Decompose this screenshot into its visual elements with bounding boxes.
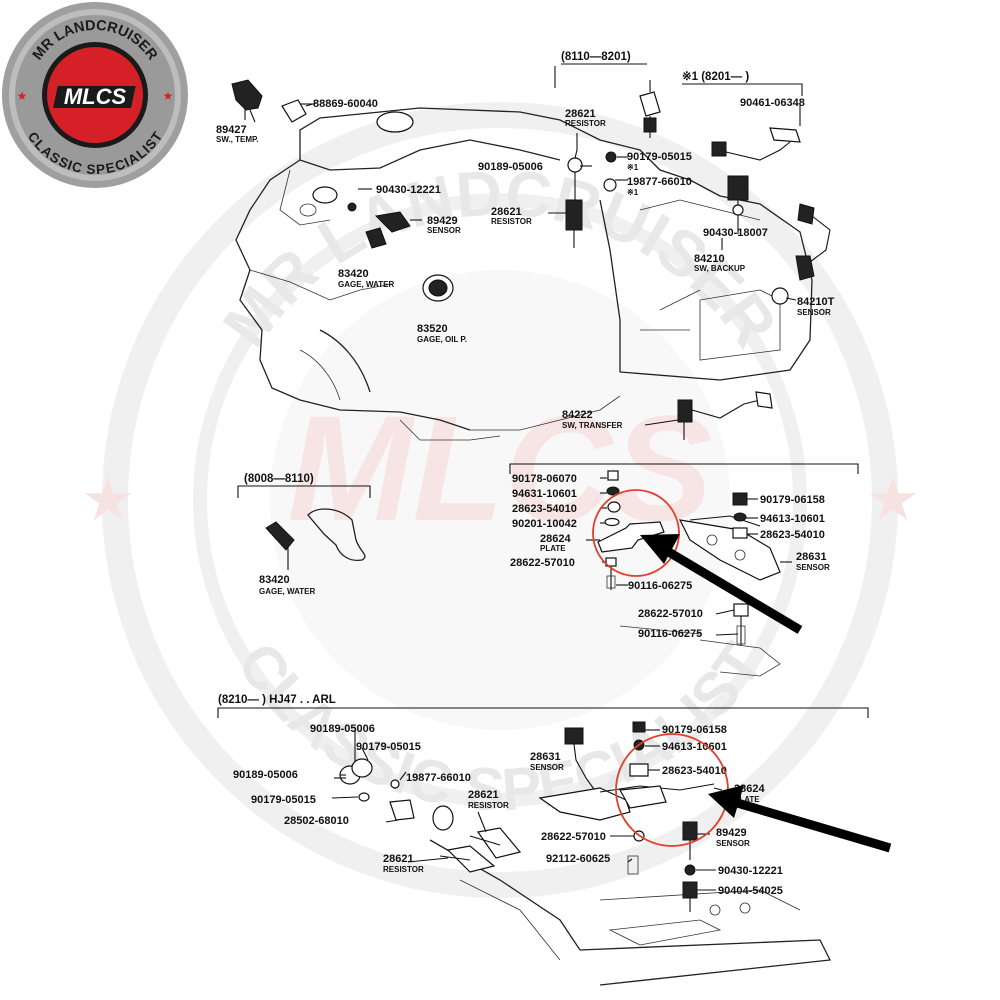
label-90179-05015-c: 90179-05015	[251, 794, 316, 806]
bottom-section: (8210— ) HJ47 . . ARL	[217, 694, 869, 986]
label-94613-10601-b: 94613-10601	[662, 741, 727, 753]
label-28621-desc-d: RESISTOR	[383, 865, 424, 874]
label-28631-number-a: 28631	[796, 551, 827, 563]
label-90404-54025: 90404-54025	[718, 885, 783, 897]
label-28621-desc-c: RESISTOR	[468, 801, 509, 810]
label-89429-number-b: 89429	[716, 827, 747, 839]
label-83520-number: 83520	[417, 323, 448, 335]
label-90430-12221-b: 90430-12221	[718, 865, 783, 877]
label-88869-60040: 88869-60040	[313, 98, 378, 110]
logo-monogram: MLCS	[64, 84, 127, 109]
middle-left-section: (8008—8110) 83420 GAGE, WATER	[237, 473, 371, 596]
highlight-circle-middle	[592, 489, 680, 577]
label-90189-05006-b: 90189-05006	[310, 723, 375, 735]
label-28621-desc-b: RESISTOR	[491, 217, 532, 226]
label-90430-12221-a: 90430-12221	[376, 184, 441, 196]
label-90430-18007: 90430-18007	[703, 227, 768, 239]
label-83520-desc: GAGE, OIL P.	[417, 335, 467, 344]
label-28621-number-c: 28621	[468, 789, 499, 801]
watermark-star-right: ★	[866, 466, 920, 533]
label-83420-desc-b: GAGE, WATER	[259, 587, 316, 596]
logo-star-right: ★	[163, 89, 174, 103]
watermark-star-left: ★	[81, 466, 135, 533]
label-84222-desc: SW, TRANSFER	[562, 421, 623, 430]
label-28621-desc-a: RESISTOR	[565, 119, 606, 128]
label-28622-57010-a: 28622-57010	[510, 557, 575, 569]
label-89429-desc-b: SENSOR	[716, 839, 750, 848]
header-8210-hj47: (8210— ) HJ47 . . ARL	[218, 694, 336, 706]
label-90179-05015-a: 90179-05015	[627, 151, 692, 163]
label-28622-57010-b: 28622-57010	[638, 608, 703, 620]
middle-section: 90178-06070 94631-10601 28623-54010 9020…	[509, 463, 859, 677]
top-labels: (8110—8201) ※1 (8201— ) 89427 SW., TEMP.…	[216, 51, 835, 430]
leader-lines-top	[244, 103, 801, 426]
label-28623-54010-a: 28623-54010	[512, 503, 577, 515]
label-28623-54010-c: 28623-54010	[662, 765, 727, 777]
label-28631-number-b: 28631	[530, 751, 561, 763]
label-94613-10601-a: 94613-10601	[760, 513, 825, 525]
engine-outline-top	[235, 107, 813, 441]
label-83420-number-a: 83420	[338, 268, 369, 280]
label-89427-desc: SW., TEMP.	[216, 135, 259, 144]
label-19877-mark: ※1	[627, 188, 639, 197]
label-28631-desc-a: SENSOR	[796, 563, 830, 572]
label-90116-06275-b: 90116-06275	[638, 628, 702, 640]
label-28621-number-a: 28621	[565, 108, 596, 120]
label-84210-number: 84210	[694, 253, 725, 265]
label-84210t-number: 84210T	[797, 296, 835, 308]
label-89427-number: 89427	[216, 124, 247, 136]
label-92112-60625: 92112-60625	[546, 853, 610, 865]
label-90179-06158-b: 90179-06158	[662, 724, 727, 736]
label-90461-06348: 90461-06348	[740, 97, 805, 109]
label-94631-10601: 94631-10601	[512, 488, 577, 500]
label-90201-10042: 90201-10042	[512, 518, 577, 530]
label-28622-57010-c: 28622-57010	[541, 831, 606, 843]
label-90189-05006-c: 90189-05006	[233, 769, 298, 781]
label-83420-desc-a: GAGE, WATER	[338, 280, 395, 289]
label-84210t-desc: SENSOR	[797, 308, 831, 317]
label-28502-68010: 28502-68010	[284, 815, 349, 827]
header-8110-8201: (8110—8201)	[561, 51, 631, 63]
label-28621-number-d: 28621	[383, 853, 414, 865]
label-90179-05015-b: 90179-05015	[356, 741, 421, 753]
label-28621-number-b: 28621	[491, 206, 522, 218]
label-19877-66010-a: 19877-66010	[627, 176, 692, 188]
label-90178-06070: 90178-06070	[512, 473, 577, 485]
label-89429-number-a: 89429	[427, 215, 458, 227]
header-8201: ※1 (8201— )	[682, 70, 749, 83]
label-84210-desc: SW, BACKUP	[694, 264, 746, 273]
arrow-bottom	[708, 785, 892, 853]
label-83420-number-b: 83420	[259, 574, 290, 586]
top-parts	[231, 79, 831, 440]
label-28624-desc-b: PLATE	[734, 795, 760, 804]
label-28623-54010-b: 28623-54010	[760, 529, 825, 541]
label-90116-06275-a: 90116-06275	[628, 580, 692, 592]
label-19877-66010-b: 19877-66010	[406, 772, 471, 784]
annotations	[592, 489, 892, 853]
label-84222-number: 84222	[562, 409, 593, 421]
label-90179-mark: ※1	[627, 163, 639, 172]
logo-star-left: ★	[17, 89, 28, 103]
label-90179-06158-a: 90179-06158	[760, 494, 825, 506]
brand-logo: MR LANDCRUISER CLASSIC SPECIALIST MLCS ★…	[2, 2, 188, 188]
header-8008-8110: (8008—8110)	[244, 473, 314, 485]
label-89429-desc-a: SENSOR	[427, 226, 461, 235]
label-90189-05006-a: 90189-05006	[478, 161, 543, 173]
arrow-middle	[640, 534, 803, 634]
label-28624-desc-a: PLATE	[540, 544, 566, 553]
label-28631-desc-b: SENSOR	[530, 763, 564, 772]
label-28624-number-a: 28624	[540, 533, 571, 545]
